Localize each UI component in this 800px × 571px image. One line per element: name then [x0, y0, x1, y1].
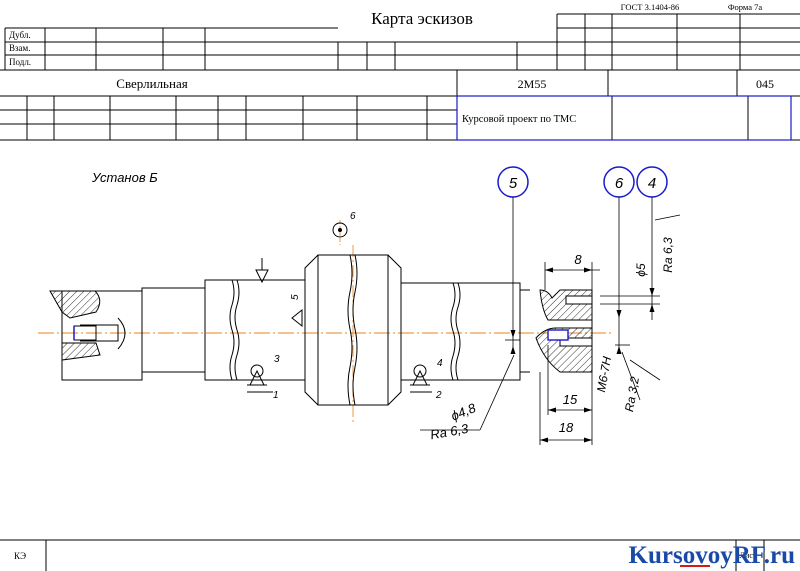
balloon-6-label: 6	[615, 175, 624, 192]
footer-code: КЭ	[14, 551, 26, 561]
dim-depth-8: 8	[574, 252, 582, 267]
machine-model: 2М55	[518, 77, 547, 91]
datum-supports	[247, 222, 432, 393]
datum-mark-1: 1	[273, 390, 279, 401]
datum-mark-6: 6	[350, 211, 356, 222]
dim-len-18: 18	[559, 420, 574, 435]
datum-mark-4: 4	[437, 358, 443, 369]
form-label: Форма 7а	[728, 2, 763, 12]
watermark-text: KursovoyRF.ru	[629, 542, 796, 569]
balloon-group	[497, 166, 668, 198]
dim-thread: М6-7Н	[594, 355, 614, 393]
dim-dia-5: ϕ5	[634, 263, 648, 277]
dim-hole-dia: ϕ4,8	[449, 400, 479, 424]
watermark-logo: KursovoyRF.ru	[629, 542, 796, 569]
dim-ra-thread: Ra 3,2	[622, 375, 642, 413]
operation-number: 045	[756, 77, 774, 91]
project-name: Курсовой проект по ТМС	[462, 114, 576, 125]
datum-mark-2: 2	[435, 390, 442, 401]
dimension-lines	[420, 197, 681, 445]
left-end-section	[49, 290, 101, 361]
row-label-dubl: Дубл.	[9, 30, 31, 40]
datum-mark-5: 5	[290, 294, 301, 300]
dim-ra-left: Ra 6,3	[429, 421, 470, 443]
sheet-title: Карта эскизов	[371, 9, 473, 28]
dim-len-15: 15	[563, 392, 578, 407]
title-block	[0, 13, 800, 141]
datum-mark-3: 3	[274, 354, 280, 365]
setup-label: Установ Б	[91, 170, 158, 185]
shaft-outline	[61, 254, 530, 406]
footer-block	[0, 539, 800, 571]
gost-label: ГОСТ 3.1404-86	[621, 2, 680, 12]
row-label-vzam: Взам.	[9, 43, 31, 53]
footer-sheet-label: Лист	[740, 551, 757, 560]
balloon-5-label: 5	[509, 175, 518, 192]
operation-name: Сверлильная	[116, 76, 187, 91]
balloon-4-label: 4	[648, 175, 656, 192]
dim-ra-top: Ra 6,3	[661, 237, 675, 273]
row-label-podl: Подл.	[9, 57, 31, 67]
right-end-section	[535, 289, 593, 373]
dimension-arrows	[510, 267, 655, 443]
